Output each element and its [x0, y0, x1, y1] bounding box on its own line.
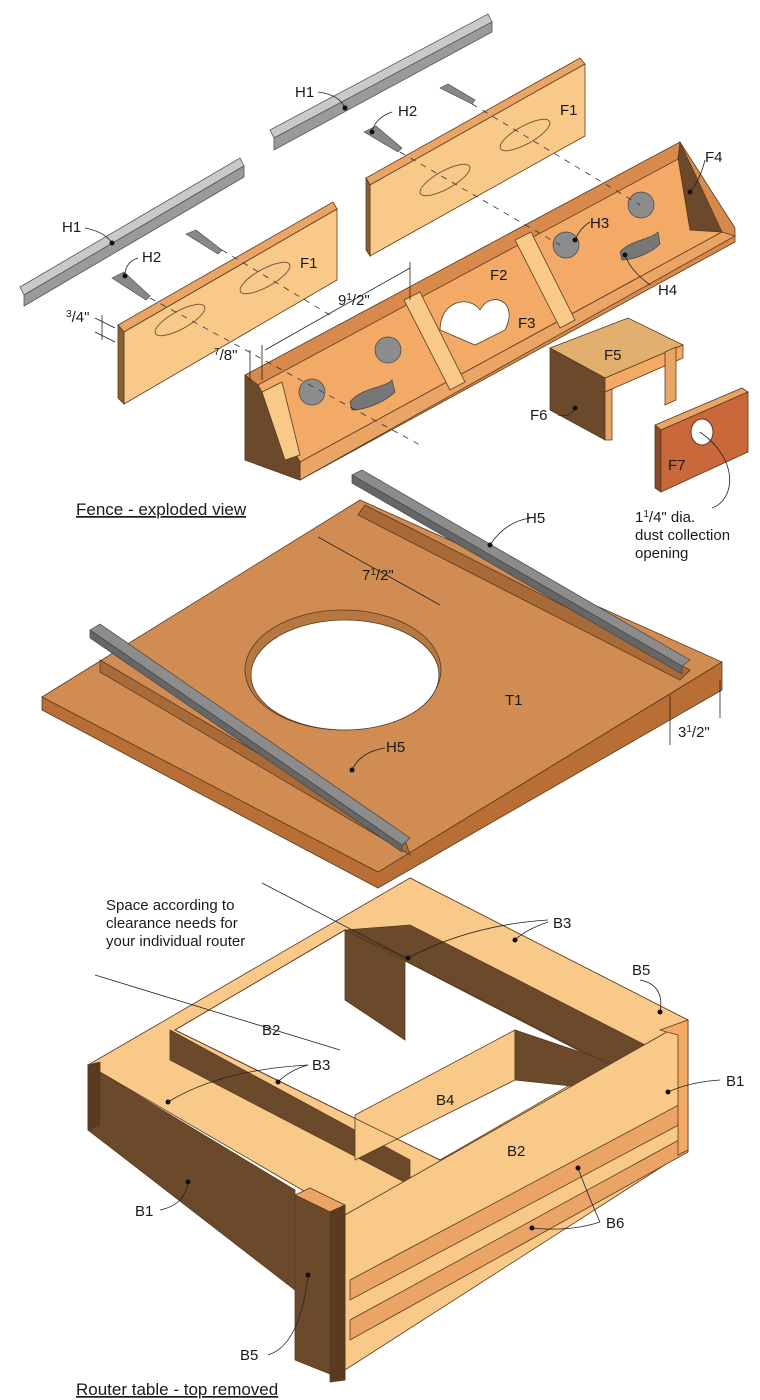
fence-exploded-view: H1 H2 F1 F4 H1 H2 F1 H3 F2 F3 H4 F5 F6 F… — [19, 13, 749, 562]
dust-port-f7 — [654, 387, 749, 493]
dust-heart-cutout — [439, 299, 510, 346]
label-f2: F2 — [490, 267, 508, 284]
label-f1-left: F1 — [300, 255, 318, 272]
label-f4: F4 — [705, 149, 723, 166]
clamp-h4 — [349, 231, 661, 411]
label-b4: B4 — [436, 1092, 454, 1109]
label-f3: F3 — [518, 315, 536, 332]
label-h4: H4 — [658, 282, 677, 299]
dust-note-line3: opening — [635, 545, 688, 562]
dust-hood-f5-f6 — [549, 317, 684, 441]
label-f6: F6 — [530, 407, 548, 424]
label-h2-top: H2 — [398, 103, 417, 120]
label-f1-top: F1 — [560, 102, 578, 119]
label-h5-right: H5 — [526, 510, 545, 527]
label-b5-left: B5 — [240, 1347, 258, 1364]
router-table-base: Space according to clearance needs for y… — [76, 877, 744, 1399]
miter-track-h5-right — [351, 469, 691, 675]
label-h1-left: H1 — [62, 219, 81, 236]
fence-face-f1-top — [365, 57, 586, 258]
label-t1: T1 — [505, 692, 523, 709]
clearance-note-line3: your individual router — [106, 933, 245, 950]
rail-h1-left — [19, 157, 245, 307]
label-h3: H3 — [590, 215, 609, 232]
label-f7: F7 — [668, 457, 686, 474]
dim-hole-offset: 71/2" — [362, 567, 394, 584]
label-b1-right: B1 — [726, 1073, 744, 1090]
router-hole — [250, 619, 440, 731]
rail-h1-top — [269, 13, 493, 151]
clearance-note-line2: clearance needs for — [106, 915, 238, 932]
knob-h3 — [298, 191, 655, 406]
label-b5-right: B5 — [632, 962, 650, 979]
label-h5-left: H5 — [386, 739, 405, 756]
dust-note-line1: 11/4" dia. — [635, 509, 695, 526]
label-b2-front: B2 — [507, 1143, 525, 1160]
label-f5: F5 — [604, 347, 622, 364]
dust-note-line2: dust collection — [635, 527, 730, 544]
label-b3-top: B3 — [553, 915, 571, 932]
table-top-t1: H5 H5 T1 71/2" 31/2" — [41, 469, 723, 889]
label-h2-left: H2 — [142, 249, 161, 266]
assembly-line — [149, 297, 421, 446]
dim-board-thickness: 3/4" — [66, 309, 89, 326]
dim-knob-spacing: 91/2" — [338, 292, 370, 309]
dim-offset: 7/8" — [214, 347, 237, 364]
dim-edge-offset: 31/2" — [678, 724, 710, 741]
label-b3-left: B3 — [312, 1057, 330, 1074]
label-b1-left: B1 — [135, 1203, 153, 1220]
fence-leaders — [84, 91, 731, 509]
fence-caption: Fence - exploded view — [76, 500, 247, 519]
clearance-note-line1: Space according to — [106, 897, 234, 914]
fence-body — [244, 140, 737, 481]
assembly-line — [221, 249, 331, 316]
label-h1-top: H1 — [295, 84, 314, 101]
label-b6: B6 — [606, 1215, 624, 1232]
fence-face-f1-left — [117, 201, 338, 405]
assembly-line — [471, 103, 641, 206]
label-b2-back: B2 — [262, 1022, 280, 1039]
base-caption: Router table - top removed — [76, 1380, 278, 1399]
miter-track-h5-left — [89, 623, 411, 853]
